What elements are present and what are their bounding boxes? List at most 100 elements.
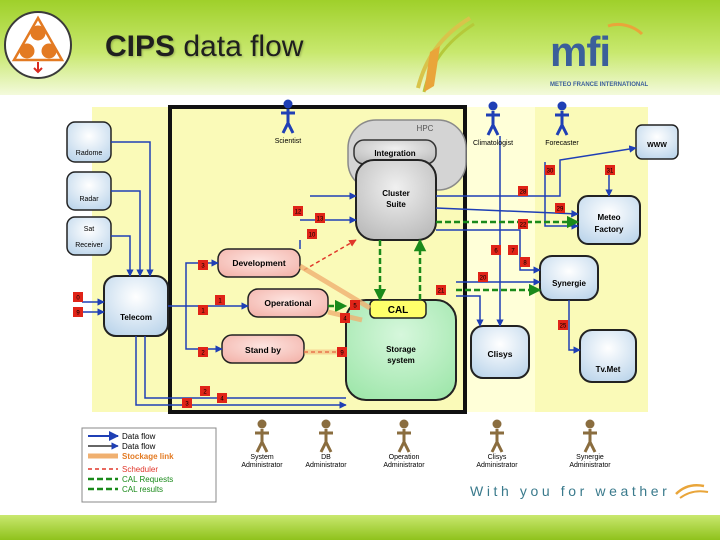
meteo-label: Meteo <box>597 213 620 222</box>
footer-tagline: With you for weather <box>470 483 709 499</box>
flow-marker-box <box>293 206 303 216</box>
legend-item-cal-results: CAL results <box>122 485 163 494</box>
flow-marker-label: 28 <box>520 190 527 196</box>
actor-label: Clisys <box>488 454 507 461</box>
cips-logo <box>4 11 72 79</box>
legend-item-data-flow: Data flow <box>122 432 156 441</box>
telecom-label: Telecom <box>120 313 152 322</box>
flow-marker-box <box>340 313 350 323</box>
standby-label: Stand by <box>245 345 281 355</box>
actor-icon-body <box>490 429 504 453</box>
flow-marker-label: 12 <box>295 210 302 216</box>
legend-item-data-flow-2: Data flow <box>122 442 156 451</box>
swoosh-mark <box>416 16 475 93</box>
flow-marker-box <box>182 398 192 408</box>
flow-marker: 3 <box>198 260 208 270</box>
flow-marker-box <box>215 295 225 305</box>
system-label: system <box>387 356 415 365</box>
www-label: WWW <box>647 142 667 149</box>
flow-marker-box <box>518 186 528 196</box>
storage-label: Storage <box>386 345 416 354</box>
radome-label: Radome <box>76 150 103 157</box>
flow-marker-box <box>337 347 347 357</box>
operational-label: Operational <box>264 298 311 308</box>
mfi-subtitle: METEO FRANCE INTERNATIONAL <box>550 82 649 88</box>
flow-marker-label: 2 <box>201 351 205 357</box>
flow-marker-box <box>350 300 360 310</box>
receiver-label: Receiver <box>75 242 103 249</box>
flow-marker-label: 3 <box>185 402 189 408</box>
flow-marker-box <box>520 257 530 267</box>
flow-marker-label: 10 <box>309 233 316 239</box>
flow-marker: 7 <box>508 245 518 255</box>
telecom-node: Telecom <box>103 275 169 337</box>
climatologist-actor: Climatologist <box>473 101 513 147</box>
flow-marker: 10 <box>307 229 317 239</box>
flow-marker-box <box>307 229 317 239</box>
actor-label: DB <box>321 454 331 461</box>
actor-icon-body <box>397 429 411 453</box>
flow-marker: 12 <box>293 206 303 216</box>
header-band <box>0 0 720 95</box>
actor-label: Administrator <box>305 462 347 469</box>
actor-label: Operation <box>389 454 420 461</box>
legend-item-scheduler: Scheduler <box>122 465 158 474</box>
flow-marker: 29 <box>555 203 565 213</box>
tagline-text: With you for weather <box>470 483 670 499</box>
factory-label: Factory <box>595 225 624 234</box>
actor-icon-body <box>583 429 597 453</box>
flow-marker: 8 <box>520 257 530 267</box>
radar-node: Radar <box>66 171 112 211</box>
page-title: CIPS data flow <box>105 30 303 64</box>
flow-marker-label: 22 <box>520 223 527 229</box>
footer-band <box>0 515 720 540</box>
flow-marker-box <box>558 320 568 330</box>
flow-marker: 31 <box>605 165 615 175</box>
flow-marker-box <box>491 245 501 255</box>
flow-marker-label: 0 <box>76 296 80 302</box>
actor-label: Synergie <box>576 454 604 461</box>
flow-marker-box <box>73 307 83 317</box>
cal-node: CAL <box>369 299 427 319</box>
flow-marker-label: 9 <box>76 311 80 317</box>
flow-marker-label: 2 <box>203 390 207 396</box>
flow-marker-box <box>73 292 83 302</box>
actor-label: Administrator <box>241 462 283 469</box>
flow-marker-box <box>518 219 528 229</box>
flow-marker: 1 <box>215 295 225 305</box>
flow-marker: 25 <box>558 320 568 330</box>
flow-marker-box <box>605 165 615 175</box>
flow-marker-box <box>478 272 488 282</box>
flow-marker-label: 13 <box>317 217 324 223</box>
forecaster-label: Forecaster <box>545 140 579 147</box>
flow-marker: 9 <box>337 347 347 357</box>
flow-marker: 2 <box>200 386 210 396</box>
forecaster-actor: Forecaster <box>545 101 579 147</box>
flow-marker-label: 6 <box>494 249 498 255</box>
legend-item-stockage-link: Stockage link <box>122 452 174 461</box>
cal-label: CAL <box>388 305 409 316</box>
flow-marker-box <box>436 285 446 295</box>
scientist-actor: Scientist <box>275 99 302 145</box>
radome-node: Radome <box>66 121 112 163</box>
flow-marker: 30 <box>545 165 555 175</box>
actor-label: Administrator <box>569 462 611 469</box>
flow-marker-label: 1 <box>218 299 222 305</box>
flow-marker: 0 <box>73 292 83 302</box>
scientist-label: Scientist <box>275 138 302 145</box>
flow-marker-label: 31 <box>607 169 614 175</box>
hpc-label: HPC <box>417 124 434 133</box>
title-abbrev: CIPS <box>105 30 176 63</box>
flow-marker-label: 4 <box>343 317 347 323</box>
actor-label: Administrator <box>476 462 518 469</box>
flow-marker-box <box>198 305 208 315</box>
flow-marker-label: 4 <box>220 397 224 403</box>
synergie-node: Synergie <box>539 255 599 301</box>
flow-marker-box <box>198 347 208 357</box>
flow-marker-label: 5 <box>353 304 357 310</box>
flow-marker-label: 3 <box>201 264 205 270</box>
tvmet-label: Tv.Met <box>596 365 621 374</box>
